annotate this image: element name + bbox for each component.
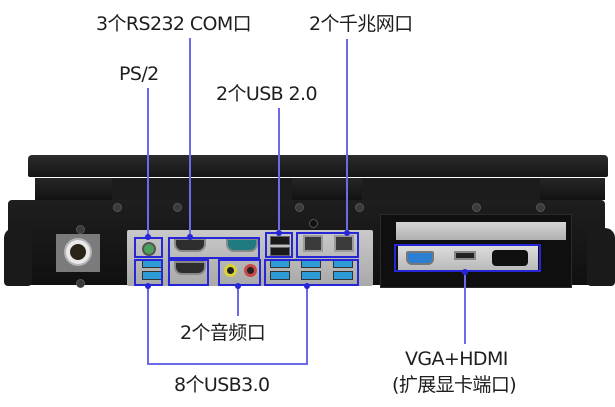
callout-dot (235, 283, 241, 289)
hdmi-port-icon (454, 251, 476, 260)
audio-port-icon (244, 264, 257, 277)
hinge-segment (112, 178, 297, 200)
device-lid (28, 155, 608, 177)
lan-port-icon (334, 235, 354, 252)
vga-hdmi-label: VGA+HDMI (405, 348, 508, 370)
vga-hdmi-callout-line (464, 272, 466, 344)
usb3-right-callout-line (306, 286, 308, 365)
hinge-segment (540, 178, 605, 200)
usb3-left-highlight-box (134, 259, 163, 286)
usb3-bracket-line (147, 363, 308, 365)
screw-icon (76, 225, 85, 234)
callout-dot (276, 230, 282, 236)
vga-hdmi-highlight-box (394, 244, 541, 272)
callout-dot (187, 234, 193, 240)
lan-callout-line (346, 39, 348, 234)
ps2-port-icon (142, 242, 156, 256)
screw-icon (309, 219, 318, 228)
com-port-icon (174, 261, 206, 275)
usb3-port-icon (270, 271, 290, 280)
callout-dot (344, 230, 350, 236)
usb3-port-icon (301, 271, 321, 280)
power-connector-icon (64, 238, 92, 266)
hinge-segment (35, 178, 115, 200)
ps2-callout-line (147, 88, 149, 240)
screw-icon (76, 279, 85, 288)
lan-highlight-box (296, 232, 359, 258)
usb2-label: 2个USB 2.0 (216, 83, 318, 105)
expansion-slot-cover (396, 222, 566, 240)
dvi-port-icon (492, 250, 528, 266)
com-label: 3个RS232 COM口 (96, 13, 252, 35)
usb3-left-callout-line (147, 286, 149, 365)
usb2-callout-line (278, 108, 280, 234)
usb2-port-icon (270, 236, 290, 245)
audio-callout-line (237, 286, 239, 316)
power-connector-pins (70, 244, 86, 260)
left-bumper (4, 228, 32, 286)
com-port-icon (226, 238, 258, 252)
audio-highlight-box (218, 259, 261, 286)
usb3-port-icon (333, 271, 353, 280)
com-callout-line (189, 38, 191, 240)
screw-icon (472, 203, 481, 212)
hinge-segment (292, 178, 364, 200)
usb2-port-icon (270, 247, 290, 256)
screw-icon (536, 203, 545, 212)
screw-icon (295, 203, 304, 212)
vga-hdmi-sublabel: (扩展显卡端口) (392, 374, 517, 396)
lan-label: 2个千兆网口 (309, 13, 413, 35)
hinge-segment (362, 178, 542, 200)
callout-dot (145, 283, 151, 289)
right-bumper (587, 228, 615, 286)
callout-dot (462, 269, 468, 275)
screw-icon (113, 203, 122, 212)
com-highlight-box-lower (168, 259, 209, 286)
usb3-right-highlight-box (264, 259, 359, 286)
ps2-highlight-box (134, 237, 163, 258)
usb3-label: 8个USB3.0 (174, 374, 270, 396)
com-highlight-box (168, 237, 260, 259)
audio-label: 2个音频口 (180, 322, 266, 344)
screw-icon (173, 203, 182, 212)
screw-icon (355, 203, 364, 212)
callout-dot (304, 283, 310, 289)
vga-port-icon (406, 251, 434, 265)
audio-port-icon (224, 264, 237, 277)
callout-dot (145, 234, 151, 240)
ps2-label: PS/2 (119, 63, 159, 85)
lan-port-icon (303, 235, 323, 252)
